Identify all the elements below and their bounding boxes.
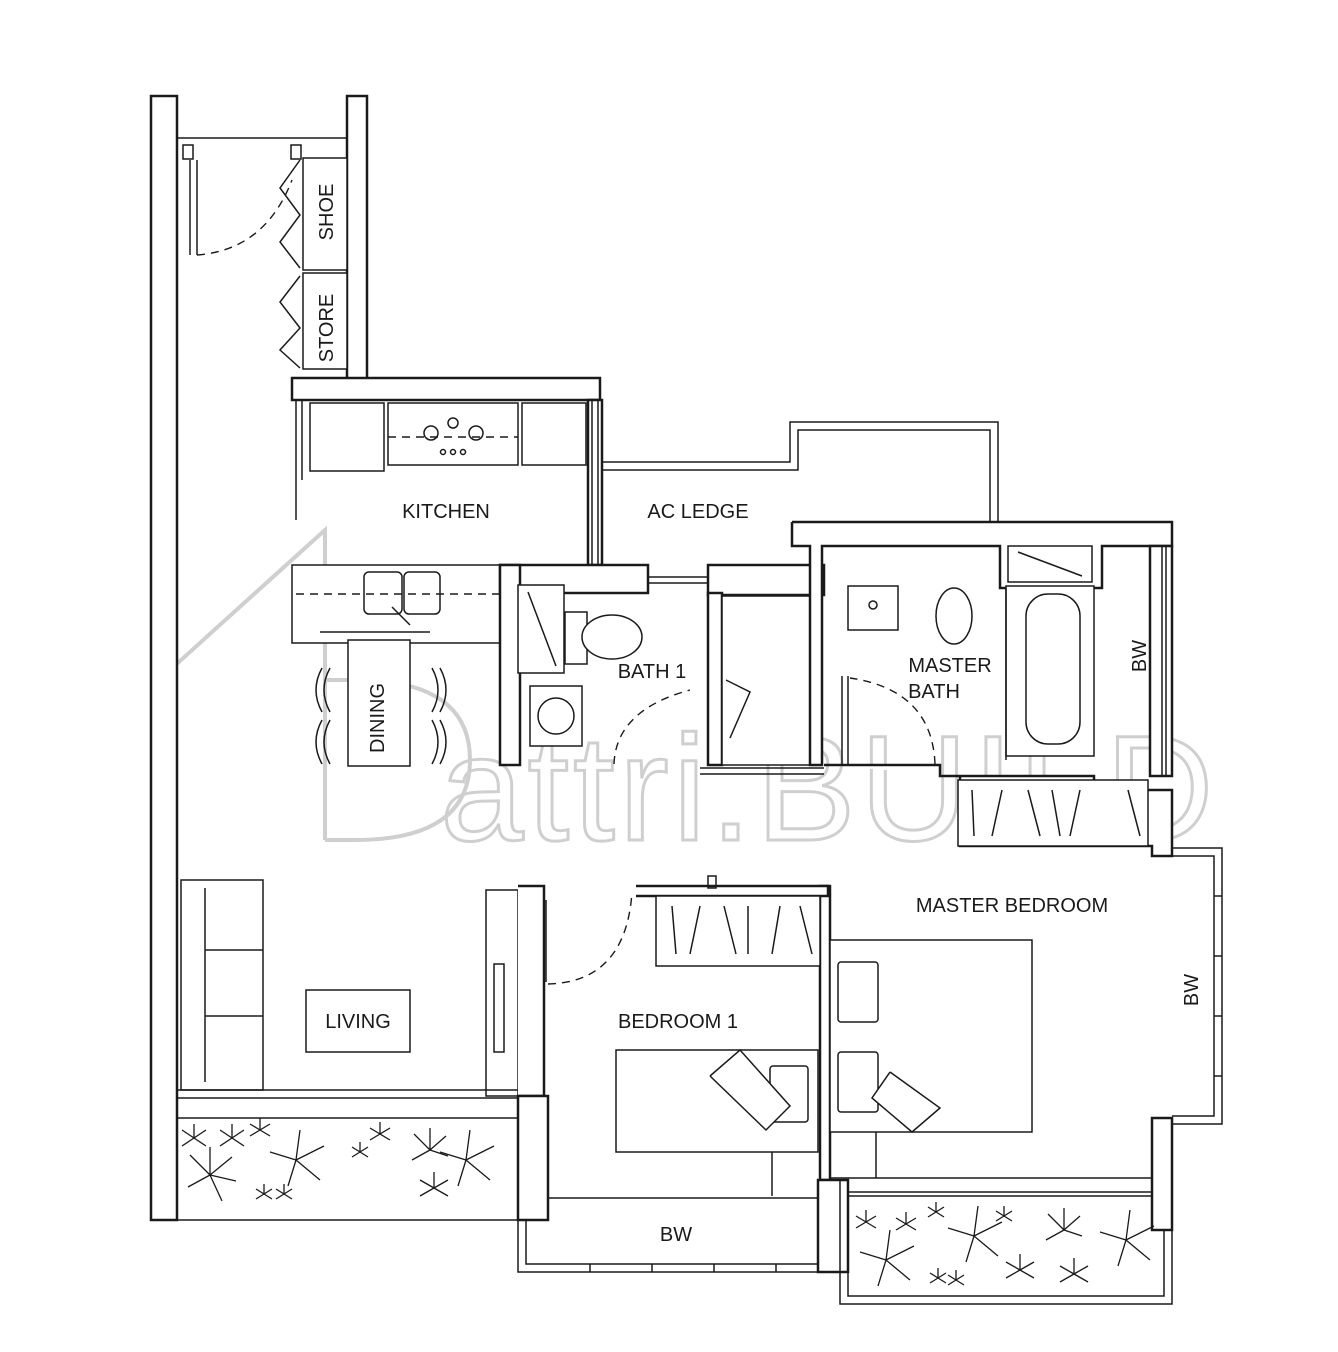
- store-label: STORE: [316, 294, 338, 363]
- kitchen-label: KITCHEN: [402, 501, 490, 523]
- bedroom-1: BEDROOM 1 BW: [516, 875, 850, 1274]
- kitchen: KITCHEN: [290, 376, 604, 644]
- shoe-store-cabinets: SHOE STORE: [278, 157, 348, 370]
- living-label: LIVING: [325, 1011, 391, 1033]
- living-planter: [177, 1117, 518, 1221]
- dining: DINING: [315, 639, 447, 767]
- master-bath-label-1: MASTER: [908, 655, 991, 677]
- bedroom1-label: BEDROOM 1: [618, 1011, 738, 1033]
- bw-bedroom1-label: BW: [660, 1224, 692, 1246]
- bath1-label: BATH 1: [618, 661, 687, 683]
- shoe-label: SHOE: [316, 184, 338, 241]
- master-bath: MASTER BATH BW: [790, 520, 1174, 778]
- master-wardrobe: [824, 763, 1174, 858]
- dining-label: DINING: [367, 683, 389, 753]
- master-bath-label-2: BATH: [908, 681, 960, 703]
- master-bedroom-planter: [839, 1180, 1173, 1305]
- living: LIVING: [177, 879, 519, 1099]
- bath-1: BATH 1: [498, 563, 826, 775]
- ac-ledge-label: AC LEDGE: [647, 501, 748, 523]
- bw-master-bath-label: BW: [1129, 640, 1151, 672]
- master-bedroom-label: MASTER BEDROOM: [916, 895, 1108, 917]
- bw-master-bedroom-label: BW: [1181, 974, 1203, 1006]
- master-bedroom: MASTER BEDROOM BW: [818, 847, 1223, 1232]
- ac-ledge: AC LEDGE: [602, 421, 999, 523]
